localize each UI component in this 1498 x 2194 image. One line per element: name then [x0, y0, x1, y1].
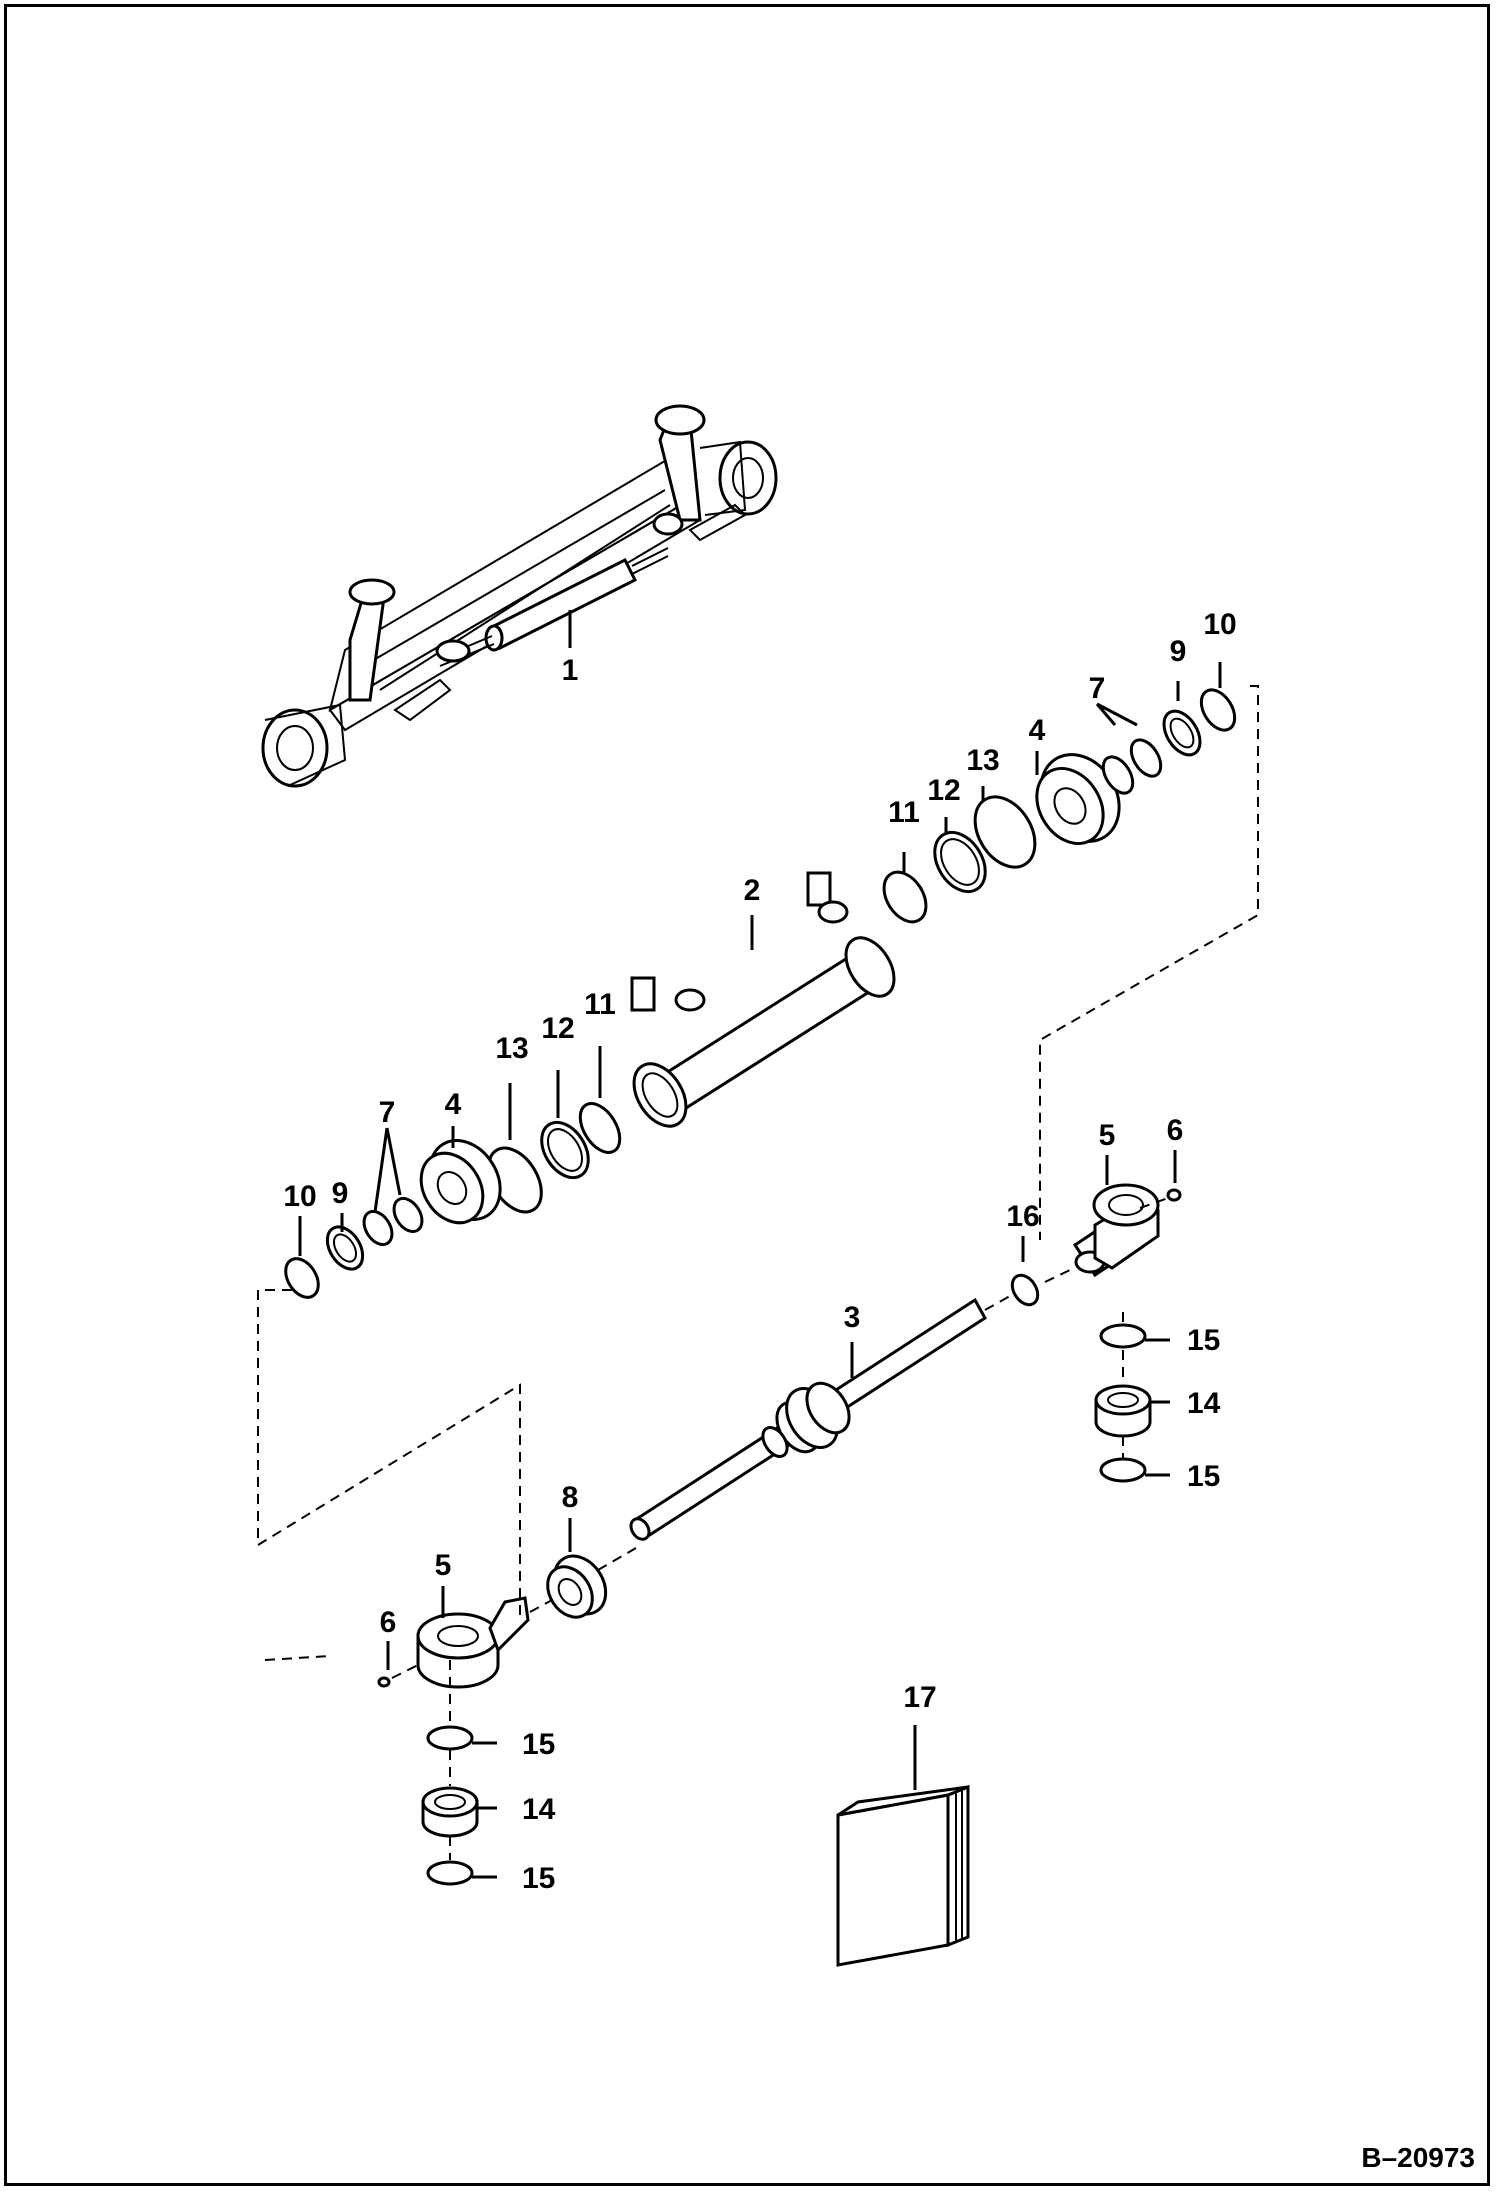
gland-lower: [419, 1139, 502, 1225]
callout-5-right: 5: [1099, 1119, 1116, 1152]
circlip-right-bottom: [1099, 1457, 1147, 1483]
callout-8: 8: [562, 1481, 579, 1514]
callout-7-lower: 7: [379, 1096, 396, 1129]
alignment-lines: [257, 685, 1259, 1860]
callouts: 1 2 3 4 4 5 5 6 6 7 7 8 9 9 10 10 11 11 …: [283, 608, 1236, 1895]
callout-6-right: 6: [1167, 1114, 1184, 1147]
leader-lines: [298, 610, 1222, 1879]
callout-9-lower: 9: [332, 1177, 349, 1210]
grease-fitting-left: [377, 1676, 391, 1688]
gland-upper: [1035, 753, 1121, 845]
piston-rod: [629, 1297, 987, 1541]
wiper-8: [546, 1554, 608, 1619]
callout-2: 2: [744, 874, 761, 907]
callout-13-upper: 13: [966, 744, 999, 777]
axle-assembly: [261, 404, 778, 788]
bearing-right: [1094, 1384, 1152, 1438]
callout-5-left: 5: [435, 1549, 452, 1582]
circlip-right-top: [1099, 1323, 1147, 1349]
circlip-left-bottom: [426, 1860, 474, 1886]
callout-12-upper: 12: [927, 774, 960, 807]
reference-code: B–20973: [1361, 2142, 1475, 2173]
rod-eye-right: [1072, 1183, 1182, 1278]
callout-11-lower: 11: [584, 988, 616, 1021]
callout-9-upper: 9: [1170, 635, 1187, 668]
callout-15-right-top: 15: [1187, 1324, 1220, 1357]
callout-15-left-top: 15: [522, 1728, 555, 1761]
callout-14-left: 14: [522, 1793, 556, 1826]
nut-16: [1010, 1273, 1040, 1307]
rod-eye-left: [416, 1596, 530, 1689]
callout-4-upper: 4: [1029, 714, 1046, 747]
callout-3: 3: [844, 1301, 861, 1334]
callout-10-lower: 10: [283, 1180, 316, 1213]
callout-6-left: 6: [380, 1606, 397, 1639]
callout-7-upper: 7: [1089, 672, 1106, 705]
bearing-left: [421, 1786, 479, 1838]
callout-10-upper: 10: [1203, 608, 1236, 641]
lower-seal-stack: [284, 1102, 622, 1299]
callout-15-right-bottom: 15: [1187, 1460, 1220, 1493]
callout-16: 16: [1006, 1200, 1039, 1233]
callout-1: 1: [562, 654, 579, 687]
callout-12-lower: 12: [541, 1012, 574, 1045]
seal-kit-box: [836, 1784, 970, 1967]
page-border: [4, 4, 1490, 2186]
callout-15-left-bottom: 15: [522, 1862, 555, 1895]
callout-17: 17: [903, 1681, 936, 1714]
callout-13-lower: 13: [495, 1032, 528, 1065]
callout-11-upper: 11: [888, 796, 920, 829]
callout-4-lower: 4: [445, 1088, 462, 1121]
upper-seal-stack: [882, 688, 1237, 924]
callout-14-right: 14: [1187, 1387, 1221, 1420]
cylinder-barrel: [630, 871, 896, 1128]
circlip-left-top: [426, 1725, 474, 1751]
